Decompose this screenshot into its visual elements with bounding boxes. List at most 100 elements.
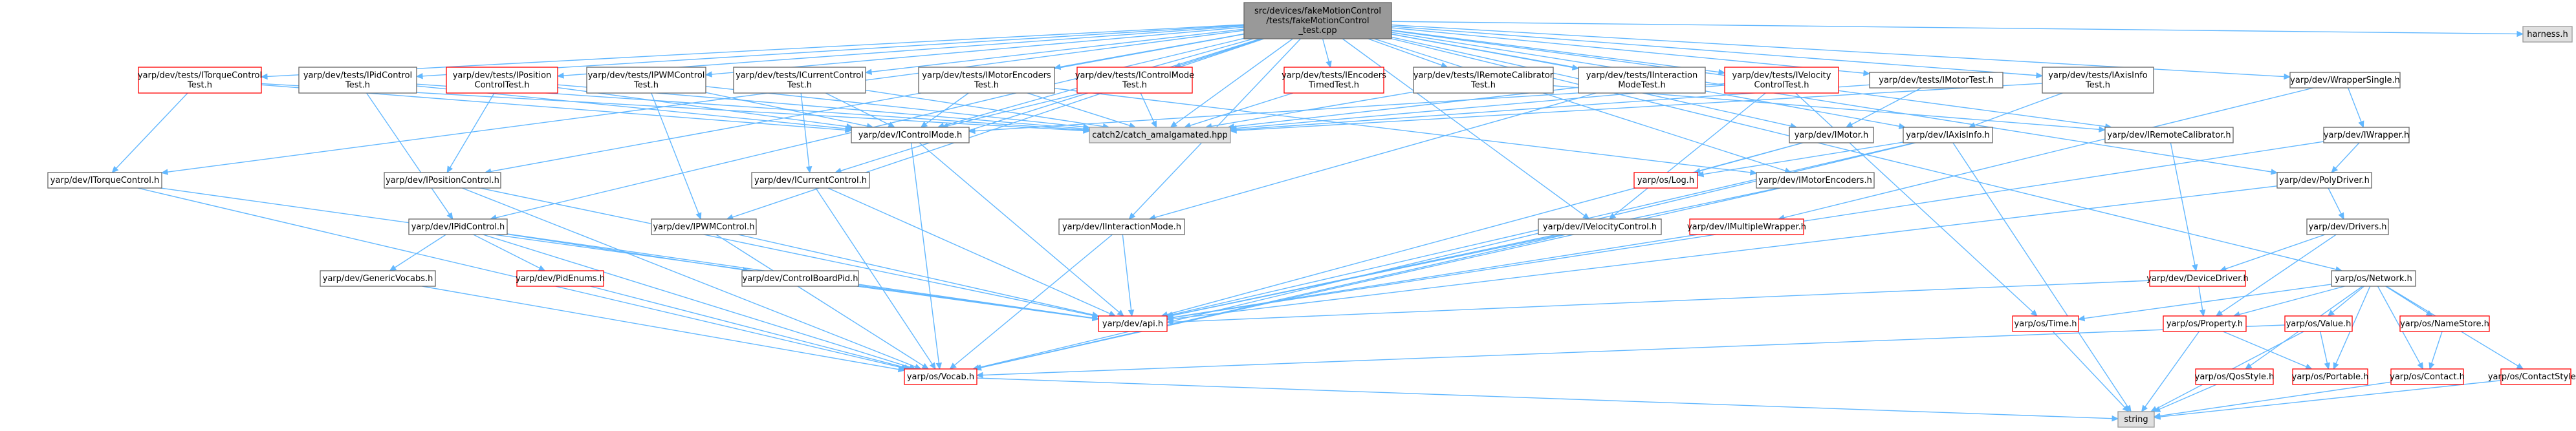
edge-arrowhead [1108,310,1117,317]
dependency-edge-icur-to-api [827,187,1117,317]
dependency-edge-drivers-to-property [2215,234,2337,317]
edge-line [1322,38,1329,62]
node-label: yarp/os/Time.h [2014,319,2077,329]
edge-line [1373,38,1786,171]
node-box [138,67,262,94]
node-api[interactable]: yarp/dev/api.h [1098,315,1168,332]
node-property[interactable]: yarp/os/Property.h [2163,315,2247,332]
node-value[interactable]: yarp/os/Value.h [2284,315,2353,332]
node-namestore[interactable]: yarp/os/NameStore.h [2399,315,2490,332]
edge-line [919,142,1120,313]
node-polydriver[interactable]: yarp/dev/PolyDriver.h [2276,172,2372,189]
node-label: yarp/dev/IPositionControl.h [386,176,499,185]
node-cbpid[interactable]: yarp/dev/ControlBoardPid.h [741,270,859,287]
node-contactstyle[interactable]: yarp/os/ContactStyle.h [2488,368,2576,385]
node-time[interactable]: yarp/os/Time.h [2012,315,2079,332]
edge-line [557,87,847,127]
node-label: yarp/dev/WrapperSingle.h [2290,76,2400,85]
node-label: yarp/os/Property.h [2167,319,2243,329]
node-imotor[interactable]: yarp/dev/IMotor.h [1789,127,1874,143]
node-ipid[interactable]: yarp/dev/IPidControl.h [408,218,508,235]
edge-line [2198,286,2203,311]
edge-arrowhead [921,363,930,370]
node-string: string [2117,411,2155,428]
node-ipwm[interactable]: yarp/dev/IPWMControl.h [651,218,757,235]
node-imenc[interactable]: yarp/dev/IMotorEncoders.h [1756,172,1875,189]
node-contact[interactable]: yarp/os/Contact.h [2390,368,2465,385]
edge-line [827,187,1111,314]
edge-arrowhead [2122,405,2130,412]
node-qosstyle[interactable]: yarp/os/QosStyle.h [2195,368,2275,385]
node-box [2331,270,2416,287]
dependency-edge-root-to-t_icm [1173,38,1263,68]
edge-line [422,25,1245,77]
edge-line [1391,32,2272,173]
edge-line [2225,234,2326,269]
node-portable[interactable]: yarp/os/Portable.h [2292,368,2369,385]
node-iaxis[interactable]: yarp/dev/IAxisInfo.h [1903,127,1993,143]
edge-line [2348,87,2362,122]
node-iim[interactable]: yarp/dev/IInteractionMode.h [1058,218,1185,235]
node-label: Test.h [2085,81,2110,90]
dependency-edge-network-to-time [2077,284,2332,322]
edge-arrowhead [1128,310,1135,317]
node-label: yarp/os/QosStyle.h [2195,372,2275,382]
edge-line [651,92,699,214]
dependency-edge-wrapper_s-to-iwrapper [2348,87,2364,129]
edge-line [1795,92,2033,313]
node-itorque[interactable]: yarp/dev/ITorqueControl.h [47,172,162,189]
node-box [741,270,859,287]
edge-line [1172,280,2150,323]
node-label: yarp/dev/IInteractionMode.h [1062,222,1181,232]
edge-line [483,234,911,368]
node-label: yarp/dev/tests/IPosition [453,71,552,81]
node-label: yarp/dev/tests/IEncoders [1282,71,1386,81]
dependency-edge-t_ivel-to-time [1795,92,2038,317]
edge-arrowhead [2192,264,2198,272]
node-box [651,218,757,235]
node-icm[interactable]: yarp/dev/IControlMode.h [851,127,970,143]
node-label: yarp/os/ContactStyle.h [2488,372,2576,382]
node-iwrapper[interactable]: yarp/dev/IWrapper.h [2323,127,2410,143]
node-label: yarp/dev/PidEnums.h [516,274,605,284]
dependency-edge-root-to-icur [834,38,1261,174]
node-network[interactable]: yarp/os/Network.h [2331,270,2416,287]
node-irc[interactable]: yarp/dev/IRemoteCalibrator.h [2104,127,2234,143]
node-ipos[interactable]: yarp/dev/IPositionControl.h [384,172,501,189]
node-log[interactable]: yarp/os/Log.h [1633,172,1698,189]
node-box [1789,127,1874,143]
node-label: yarp/dev/PolyDriver.h [2279,176,2370,185]
node-box [2500,368,2571,385]
node-label: yarp/os/Log.h [1637,176,1694,185]
node-pidenums[interactable]: yarp/dev/PidEnums.h [516,270,605,287]
dependency-edge-root-to-t_itorque [260,24,1245,80]
edge-line [1368,38,1443,66]
dependency-edge-network-to-contact [2377,286,2424,370]
node-root[interactable]: src/devices/fakeMotionControl/tests/fake… [1243,2,1392,39]
node-ivel[interactable]: yarp/dev/IVelocityControl.h [1538,218,1662,235]
node-t_imotor[interactable]: yarp/dev/tests/IMotorTest.h [1869,72,2003,89]
edge-line [1234,87,1579,127]
node-icur[interactable]: yarp/dev/ICurrentControl.h [751,172,870,189]
node-label: src/devices/fakeMotionControl [1254,6,1381,16]
node-vocab[interactable]: yarp/os/Vocab.h [904,368,977,385]
node-wrapper_s[interactable]: yarp/dev/WrapperSingle.h [2289,72,2401,89]
edge-arrowhead [846,123,854,130]
node-box [2104,127,2234,143]
node-imw[interactable]: yarp/dev/IMultipleWrapper.h [1687,218,1806,235]
node-devdriver[interactable]: yarp/dev/DeviceDriver.h [2146,270,2249,287]
node-drivers[interactable]: yarp/dev/Drivers.h [2306,218,2389,235]
node-genvocabs[interactable]: yarp/dev/GenericVocabs.h [320,270,436,287]
